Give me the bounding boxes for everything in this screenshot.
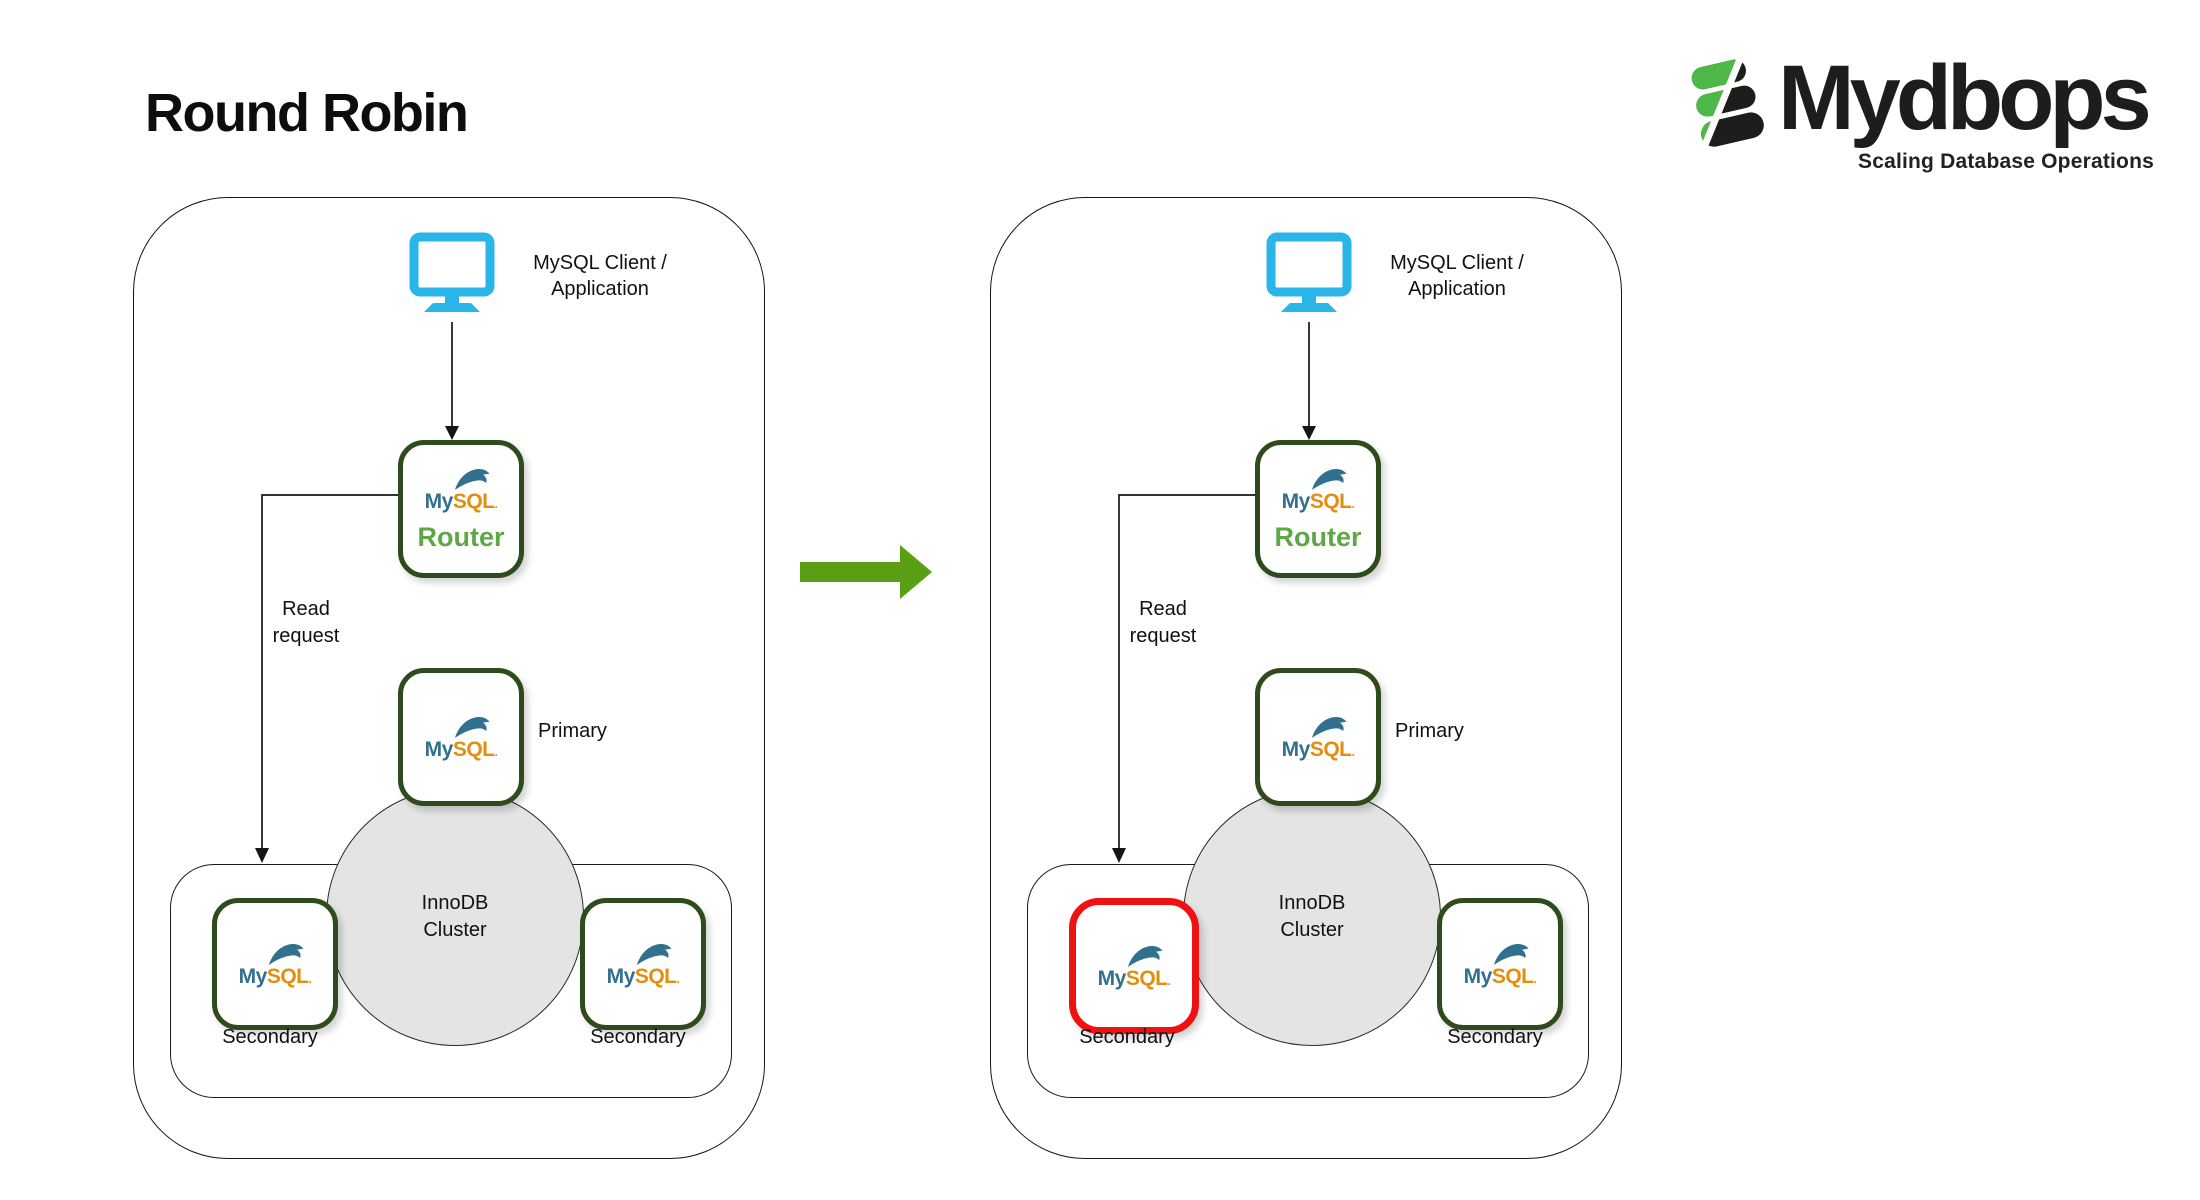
innodb-cluster-circle: InnoDB Cluster <box>1183 788 1441 1046</box>
mysql-my: My <box>1281 489 1311 513</box>
mysql-mark: . <box>494 496 498 511</box>
secondary-label-right: Secondary <box>1447 1026 1543 1048</box>
primary-mysql-node: MySQL. <box>1255 668 1381 806</box>
innodb-cluster-circle: InnoDB Cluster <box>326 788 584 1046</box>
page-title: Round Robin <box>145 83 469 143</box>
mysql-wordmark: MySQL. <box>425 739 498 760</box>
mysql-wordmark: MySQL. <box>607 966 680 987</box>
mysql-sql: SQL <box>452 738 495 761</box>
read-request-label: Read request <box>251 596 361 650</box>
read-request-line1: Read <box>282 598 330 620</box>
mysql-router-node: MySQL. Router <box>398 440 524 578</box>
innodb-cluster-line2: Cluster <box>1280 919 1344 941</box>
mysql-my: My <box>606 965 636 988</box>
mysql-mark: . <box>308 972 312 986</box>
mydbops-tagline: Scaling Database Operations <box>1858 149 2154 173</box>
mysql-mark: . <box>1351 496 1355 511</box>
secondary-mysql-node-right: MySQL. <box>580 898 706 1030</box>
mysql-my: My <box>1097 967 1127 990</box>
client-label: MySQL Client / Application <box>502 250 698 302</box>
client-label: MySQL Client / Application <box>1359 250 1555 302</box>
mysql-my: My <box>424 489 454 513</box>
read-request-label: Read request <box>1108 596 1218 650</box>
secondary-label-right: Secondary <box>590 1026 686 1048</box>
primary-label: Primary <box>1395 720 1464 742</box>
mysql-sql: SQL <box>1309 738 1352 761</box>
innodb-cluster-line1: InnoDB <box>1278 892 1346 914</box>
mysql-my: My <box>1281 738 1311 761</box>
mysql-dolphin-icon <box>269 943 304 965</box>
mysql-mark: . <box>1533 972 1537 986</box>
panel-after: MySQL Client / Application MySQL. Router… <box>990 197 1622 1159</box>
mysql-wordmark: MySQL. <box>239 966 312 987</box>
mysql-sql: SQL <box>1491 965 1534 988</box>
mydbops-database-icon <box>1691 46 1764 160</box>
router-label: Router <box>1274 521 1362 552</box>
innodb-cluster-label: InnoDB Cluster <box>1279 890 1346 944</box>
secondary-mysql-node-left-highlighted: MySQL. <box>1069 898 1199 1034</box>
client-label-line1: MySQL Client / <box>1390 252 1524 274</box>
primary-label: Primary <box>538 720 607 742</box>
mysql-mark: . <box>494 745 498 759</box>
client-monitor-icon <box>409 232 495 312</box>
mysql-router-node: MySQL. Router <box>1255 440 1381 578</box>
client-label-line2: Application <box>551 278 649 300</box>
mysql-sql: SQL <box>266 965 309 988</box>
mysql-sql: SQL <box>634 965 677 988</box>
read-request-line2: request <box>1129 625 1197 647</box>
mysql-sql: SQL <box>1309 489 1352 513</box>
read-request-line2: request <box>272 625 340 647</box>
mysql-wordmark: MySQL. <box>425 491 498 512</box>
mysql-wordmark: MySQL. <box>1282 491 1355 512</box>
mysql-mark: . <box>1351 745 1355 759</box>
mydbops-logo: Mydbops Scaling Database Operations <box>1686 44 2154 174</box>
mysql-wordmark: MySQL. <box>1464 966 1537 987</box>
mysql-dolphin-icon <box>637 943 672 965</box>
client-label-line2: Application <box>1408 278 1506 300</box>
mysql-sql: SQL <box>1125 967 1168 990</box>
mysql-my: My <box>1463 965 1493 988</box>
innodb-cluster-line1: InnoDB <box>421 892 489 914</box>
mysql-mark: . <box>1167 974 1171 988</box>
mysql-mark: . <box>676 972 680 986</box>
mysql-my: My <box>424 738 454 761</box>
read-request-line1: Read <box>1139 598 1187 620</box>
secondary-label-left: Secondary <box>222 1026 318 1048</box>
mysql-dolphin-icon <box>1312 716 1347 738</box>
innodb-cluster-label: InnoDB Cluster <box>422 890 489 944</box>
secondary-mysql-node-right: MySQL. <box>1437 898 1563 1030</box>
mydbops-wordmark: Mydbops <box>1778 47 2152 149</box>
panel-before: MySQL Client / Application MySQL. Router… <box>133 197 765 1159</box>
client-monitor-icon <box>1266 232 1352 312</box>
mysql-dolphin-icon <box>1494 943 1529 965</box>
mysql-dolphin-icon <box>455 468 490 490</box>
mysql-dolphin-icon <box>1128 945 1163 967</box>
mysql-dolphin-icon <box>455 716 490 738</box>
transition-arrow-icon <box>800 545 932 599</box>
client-label-line1: MySQL Client / <box>533 252 667 274</box>
mydbops-wordmark-block: Mydbops Scaling Database Operations <box>1772 44 2154 174</box>
secondary-mysql-node-left: MySQL. <box>212 898 338 1030</box>
mysql-dolphin-icon <box>1312 468 1347 490</box>
mysql-wordmark: MySQL. <box>1282 739 1355 760</box>
mysql-wordmark: MySQL. <box>1098 968 1171 989</box>
mysql-my: My <box>238 965 268 988</box>
router-label: Router <box>417 521 505 552</box>
primary-mysql-node: MySQL. <box>398 668 524 806</box>
secondary-label-left: Secondary <box>1079 1026 1175 1048</box>
mysql-sql: SQL <box>452 489 495 513</box>
innodb-cluster-line2: Cluster <box>423 919 487 941</box>
